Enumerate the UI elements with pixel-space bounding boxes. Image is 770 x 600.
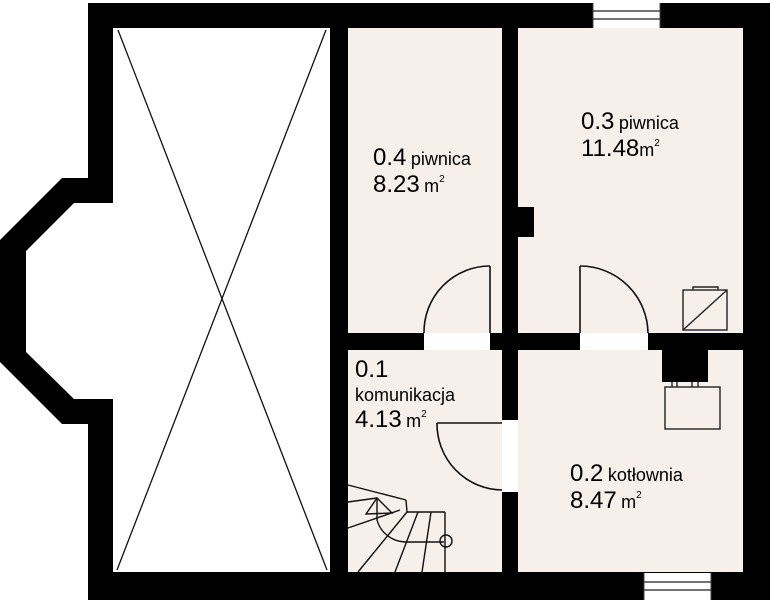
room-area: 4.13 [355, 406, 402, 433]
room-floor-0-1 [348, 350, 502, 572]
area-unit: m [406, 411, 422, 431]
room-name: piwnica [618, 113, 679, 133]
window-bottom [643, 573, 712, 600]
room-label-0-3: 0.3 piwnica 11.48m2 [581, 110, 679, 161]
area-unit-sup: 2 [439, 174, 445, 185]
room-floor-0-2 [518, 350, 743, 572]
room-area: 8.47 [570, 487, 617, 514]
room-floor-0-4 [348, 28, 502, 333]
room-number: 0.1 [355, 356, 389, 383]
water-heater-icon [682, 286, 728, 331]
room-label-0-1: 0.1 komunikacja 4.13 m2 [355, 358, 455, 432]
door-0-2 [436, 422, 503, 491]
room-name: piwnica [410, 149, 471, 169]
void-cross-icon [116, 29, 328, 571]
room-label-0-2: 0.2 kotłownia 8.47 m2 [570, 462, 683, 513]
door-0-4 [423, 265, 491, 334]
area-unit-sup: 2 [421, 409, 427, 420]
room-label-0-4: 0.4 piwnica 8.23 m2 [373, 146, 471, 197]
area-unit: m [639, 140, 655, 160]
room-name: kotłownia [607, 465, 683, 485]
room-name: komunikacja [355, 385, 456, 405]
room-number: 0.2 [570, 460, 604, 487]
stairs-icon [347, 484, 453, 573]
area-unit: m [424, 176, 440, 196]
room-number: 0.4 [373, 144, 407, 171]
room-floor-0-3 [518, 28, 743, 333]
room-number: 0.3 [581, 108, 615, 135]
window-top [592, 3, 661, 28]
door-0-3 [579, 265, 649, 334]
area-unit: m [621, 492, 637, 512]
room-area: 11.48 [581, 135, 640, 162]
area-unit-sup: 2 [654, 138, 660, 149]
boiler-icon [664, 382, 721, 430]
room-area: 8.23 [373, 171, 420, 198]
area-unit-sup: 2 [636, 490, 642, 501]
